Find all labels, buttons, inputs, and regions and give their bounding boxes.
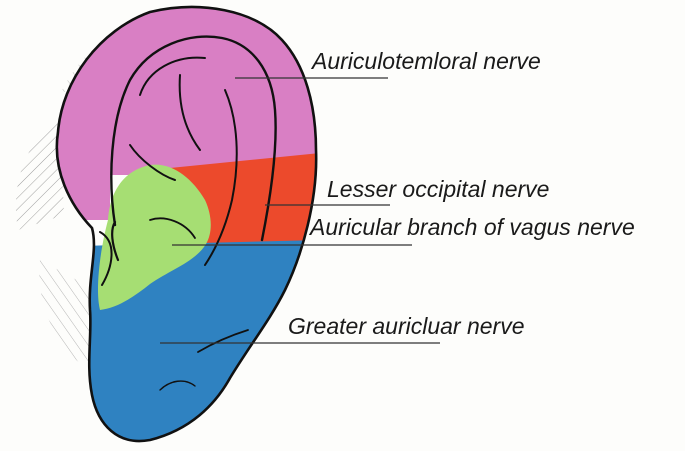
label-auriculotemporal-nerve: Auriculotemloral nerve xyxy=(312,48,541,74)
label-vagus-nerve-branch: Auricular branch of vagus nerve xyxy=(310,214,635,240)
leader-lines xyxy=(160,77,440,344)
label-greater-auricular-nerve: Greater auricluar nerve xyxy=(288,313,525,339)
region-greater-auricular xyxy=(56,238,317,442)
ear-contours xyxy=(55,5,318,443)
region-vagus xyxy=(97,164,211,310)
label-lesser-occipital-nerve: Lesser occipital nerve xyxy=(327,176,550,202)
